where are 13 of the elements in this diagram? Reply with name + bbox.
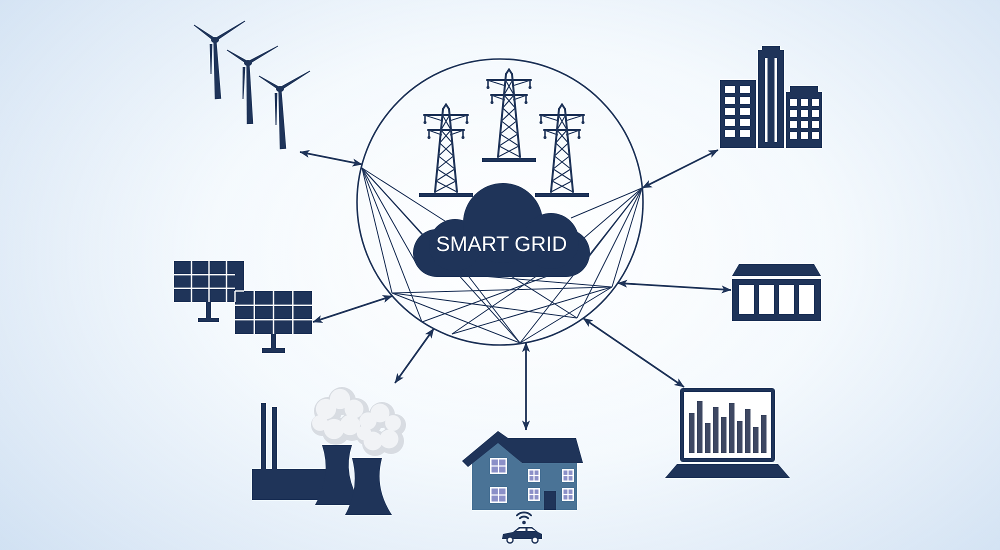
double-arrow bbox=[312, 295, 393, 323]
hub-label: SMART GRID bbox=[436, 233, 568, 257]
double-arrow bbox=[617, 280, 732, 294]
office-buildings-icon bbox=[718, 44, 824, 150]
shop-front-icon bbox=[731, 263, 822, 322]
double-arrow bbox=[522, 342, 530, 430]
laptop-chart-icon bbox=[664, 387, 791, 479]
house-and-car-icon bbox=[460, 430, 585, 545]
double-arrow bbox=[582, 318, 684, 388]
double-arrow bbox=[394, 328, 435, 384]
network-circle bbox=[356, 58, 644, 346]
double-arrow bbox=[300, 150, 362, 166]
double-arrow bbox=[642, 149, 718, 189]
